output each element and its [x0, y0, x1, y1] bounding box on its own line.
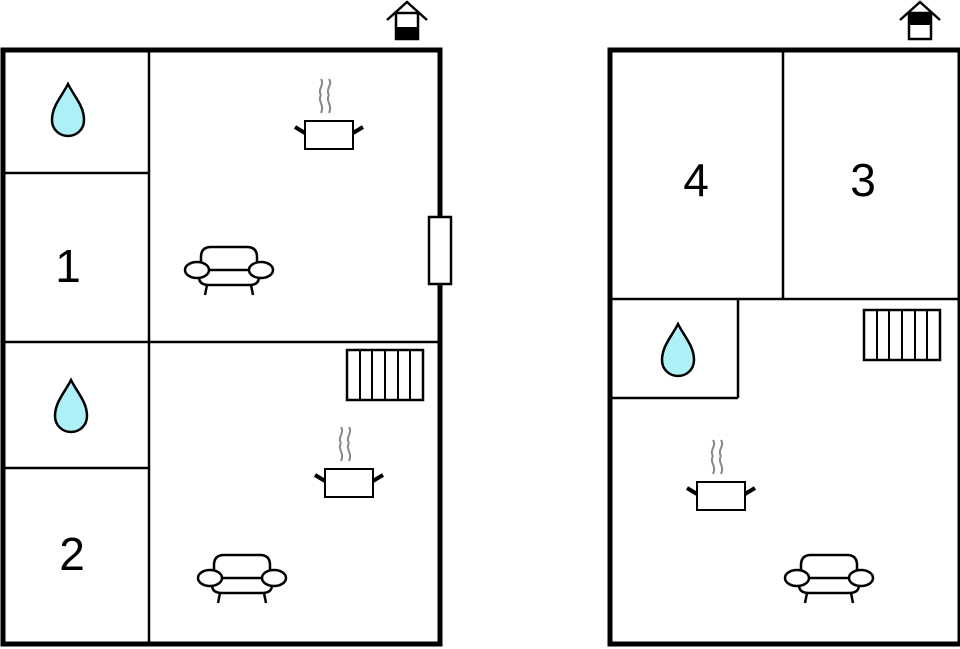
- room-label-3: 3: [850, 154, 876, 206]
- house-entrance-bottom-filled-icon: [386, 0, 428, 41]
- room-label-2: 2: [59, 528, 85, 580]
- floor-plan-2: 4 3: [607, 0, 960, 647]
- floor-plan-1: 1 2: [0, 0, 453, 647]
- stairs-icon: [345, 348, 425, 402]
- door-icon: [427, 215, 453, 286]
- room-label-4: 4: [683, 154, 709, 206]
- stairs-icon: [862, 308, 942, 362]
- room-label-1: 1: [55, 240, 81, 292]
- house-entrance-top-filled-icon: [899, 0, 941, 41]
